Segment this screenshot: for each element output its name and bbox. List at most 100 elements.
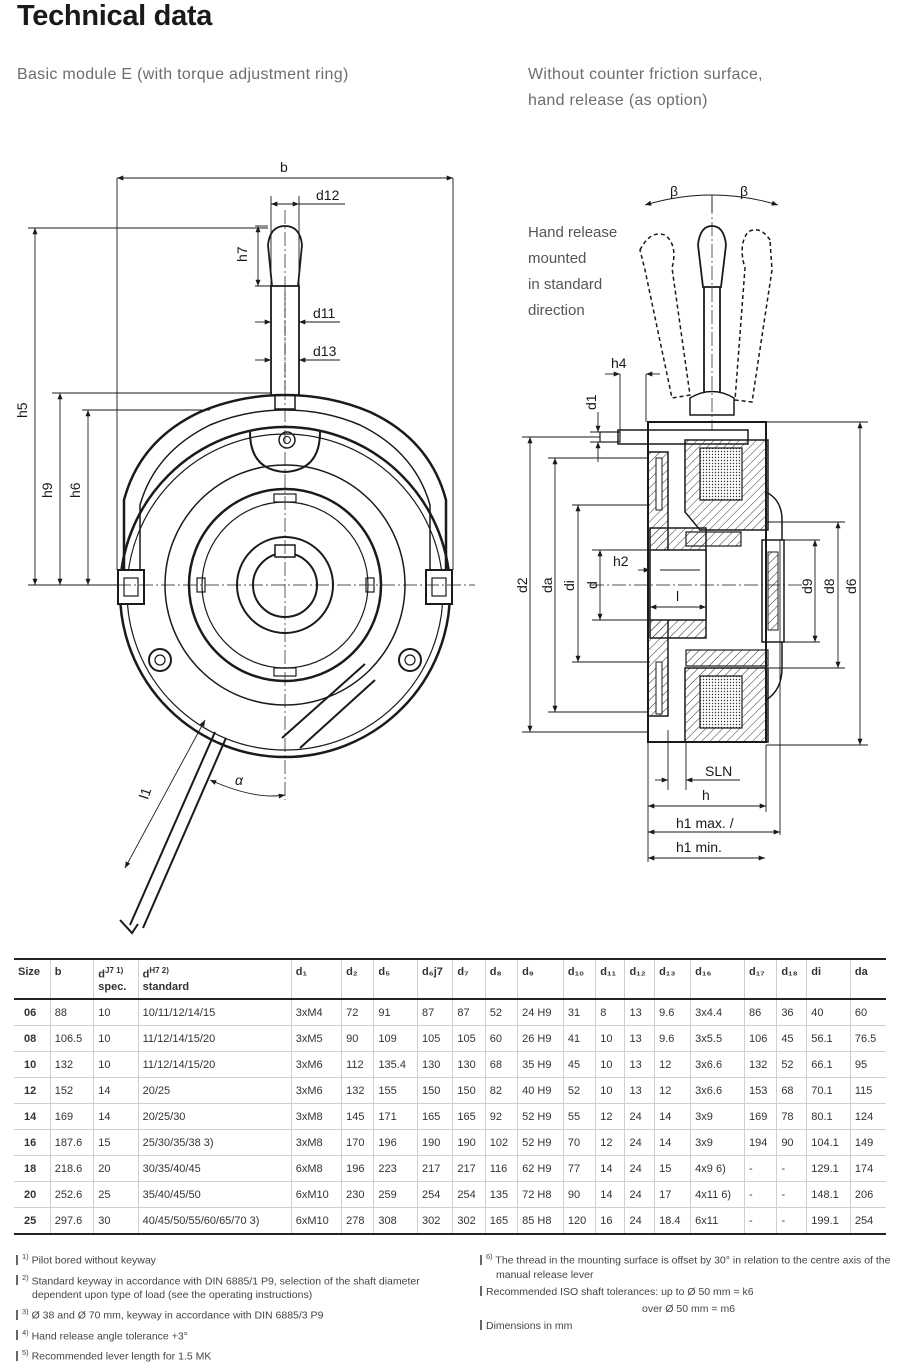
- table-header-cell: d₁₃: [654, 958, 691, 1000]
- table-cell: 170: [341, 1129, 374, 1156]
- table-cell: 254: [849, 1207, 886, 1235]
- table-cell: 3x6.6: [690, 1051, 745, 1078]
- footnote-text: Standard keyway in accordance with DIN 6…: [31, 1275, 420, 1301]
- table-cell: 190: [416, 1129, 453, 1156]
- table-cell: 70.1: [806, 1077, 851, 1104]
- table-cell: 35 H9: [517, 1051, 564, 1078]
- table-cell: 3x6.6: [690, 1077, 745, 1104]
- table-cell: 72: [341, 999, 374, 1026]
- table-cell: 20/25/30: [137, 1103, 292, 1130]
- table-cell: 24: [624, 1207, 655, 1235]
- table-cell: 25/30/35/38 3): [137, 1129, 292, 1156]
- table-cell: 132: [743, 1051, 777, 1078]
- table-cell: 31: [562, 999, 596, 1026]
- table-cell: 3xM8: [290, 1103, 342, 1130]
- table-cell: 259: [373, 1181, 418, 1208]
- table-cell: 24: [624, 1181, 655, 1208]
- table-cell: 10: [93, 1025, 139, 1052]
- table-cell: 115: [849, 1077, 886, 1104]
- table-cell: 30: [93, 1207, 139, 1235]
- table-cell: 105: [452, 1025, 486, 1052]
- table-cell: 87: [416, 999, 453, 1026]
- table-cell: 106: [743, 1025, 777, 1052]
- table-cell: 254: [452, 1181, 486, 1208]
- page-title: Technical data: [17, 0, 213, 32]
- table-cell: 90: [341, 1025, 374, 1052]
- hand-release-note: Hand release mounted in standard directi…: [528, 220, 617, 324]
- table-cell: 52: [484, 999, 518, 1026]
- table-cell: 230: [341, 1181, 374, 1208]
- table-header-cell: b: [49, 958, 94, 1000]
- footnote-mark: 1): [22, 1252, 29, 1261]
- table-cell: 171: [373, 1103, 418, 1130]
- table-cell: 12: [595, 1103, 625, 1130]
- header-main: d₅: [378, 966, 391, 978]
- footnote-text: Dimensions in mm: [486, 1319, 573, 1332]
- hand-release-note-line: direction: [528, 302, 585, 319]
- hand-release-note-line: mounted: [528, 250, 587, 267]
- table-cell: 223: [373, 1155, 418, 1182]
- table-cell: 9.6: [654, 1025, 691, 1052]
- label-d: d: [584, 581, 600, 589]
- table-cell: 116: [484, 1155, 518, 1182]
- footnote: 1) Pilot bored without keyway: [16, 1250, 456, 1268]
- table-header-cell: d₁: [290, 958, 342, 1000]
- label-beta-left: β: [670, 183, 678, 199]
- table-cell: 66.1: [806, 1051, 851, 1078]
- table-cell: 13: [624, 1051, 655, 1078]
- table-cell: 36: [776, 999, 807, 1026]
- table-cell: 45: [776, 1025, 807, 1052]
- header-main: d₁₆: [695, 966, 712, 978]
- table-cell: 68: [776, 1077, 807, 1104]
- table-cell: 16: [595, 1207, 625, 1235]
- table-header-cell: di: [806, 958, 851, 1000]
- table-cell: 20/25: [137, 1077, 292, 1104]
- label-d6: d6: [843, 578, 859, 594]
- table-header-cell: dJ7 1)spec.: [93, 958, 139, 1000]
- table-cell: 302: [452, 1207, 486, 1235]
- side-section-drawing: [590, 200, 810, 743]
- table-cell: 10: [93, 1051, 139, 1078]
- table-cell: 297.6: [49, 1207, 94, 1235]
- table-cell: 13: [624, 999, 655, 1026]
- table-cell: 52: [562, 1077, 596, 1104]
- table-header-cell: dH7 2)standard: [137, 958, 292, 1000]
- header-main: d₁₇: [748, 966, 765, 978]
- footnote-mark: 5): [22, 1348, 29, 1357]
- table-cell: 3x9: [690, 1129, 745, 1156]
- header-main: d₂: [346, 966, 358, 978]
- label-h5: h5: [14, 402, 30, 418]
- table-cell: 62 H9: [517, 1155, 564, 1182]
- label-beta-right: β: [740, 183, 748, 199]
- label-h2: h2: [613, 553, 629, 569]
- table-cell: 16: [14, 1129, 51, 1156]
- table-cell: 124: [849, 1103, 886, 1130]
- header-main: d₁₃: [659, 966, 676, 978]
- table-header-cell: d₁₈: [776, 958, 807, 1000]
- table-cell: 88: [49, 999, 94, 1026]
- table-cell: 60: [484, 1025, 518, 1052]
- table-cell: 3x4.4: [690, 999, 745, 1026]
- footnote-bar: [480, 1254, 482, 1265]
- table-cell: 129.1: [806, 1155, 851, 1182]
- header-main: d₁₀: [567, 966, 585, 978]
- table-cell: 70: [562, 1129, 596, 1156]
- table-cell: 135.4: [373, 1051, 418, 1078]
- table-cell: 13: [624, 1025, 655, 1052]
- label-alpha: α: [235, 772, 244, 788]
- table-cell: 55: [562, 1103, 596, 1130]
- label-h6: h6: [67, 482, 83, 498]
- table-cell: 30/35/40/45: [137, 1155, 292, 1182]
- label-l1: l1: [136, 785, 155, 801]
- table-cell: 08: [14, 1025, 51, 1052]
- table-cell: 4x9 6): [690, 1155, 745, 1182]
- label-d2: d2: [514, 577, 530, 593]
- table-cell: 8: [595, 999, 625, 1026]
- label-h7: h7: [234, 246, 250, 262]
- table-cell: 149: [849, 1129, 886, 1156]
- table-cell: 165: [416, 1103, 453, 1130]
